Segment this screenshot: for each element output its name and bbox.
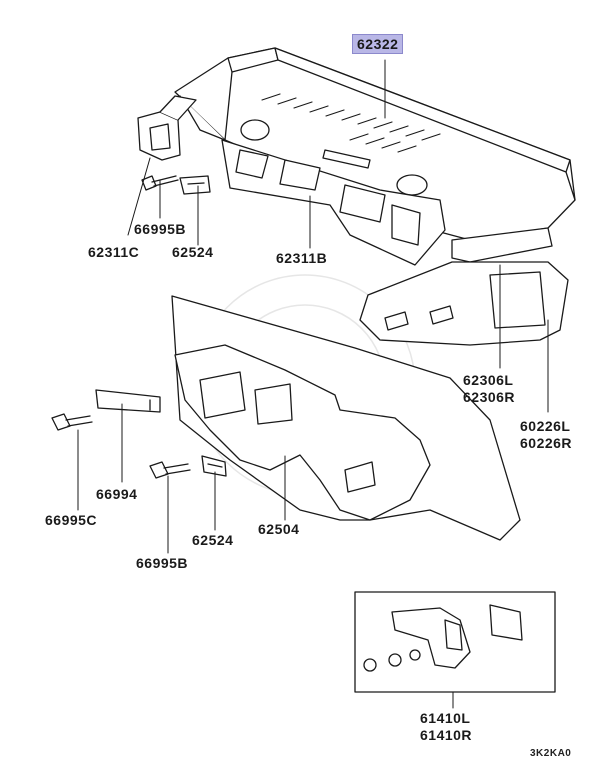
bolt-66995b-top: [141, 175, 179, 191]
callout-62524-top[interactable]: 62524: [172, 244, 214, 260]
callout-62322[interactable]: 62322: [352, 34, 404, 54]
panel-hole-right: [396, 174, 428, 196]
callout-62311b[interactable]: 62311B: [276, 250, 328, 266]
callout-60226l[interactable]: 60226L: [520, 418, 571, 434]
callout-61410l[interactable]: 61410L: [420, 710, 471, 726]
callout-62306r[interactable]: 62306R: [463, 389, 516, 405]
bolt-66995b-bottom: [149, 461, 191, 479]
callout-61410r[interactable]: 61410R: [420, 727, 473, 743]
dash-insulator: [174, 344, 431, 521]
callout-62306l[interactable]: 62306L: [463, 372, 514, 388]
tab-66994: [95, 389, 161, 413]
side-bracket: [359, 227, 569, 346]
callout-66994[interactable]: 66994: [96, 486, 138, 502]
panel-slots: [261, 93, 441, 153]
clip-62524-top: [179, 175, 211, 195]
clip-62524-bottom: [201, 455, 227, 477]
callout-66995b-bottom[interactable]: 66995B: [136, 555, 189, 571]
inset-parts: [363, 604, 523, 672]
left-bracket: [137, 95, 197, 161]
leader-lines: [77, 59, 549, 709]
callout-60226r[interactable]: 60226R: [520, 435, 573, 451]
callout-62504[interactable]: 62504: [258, 521, 300, 537]
panel-slot-center: [322, 149, 371, 169]
callout-62311c[interactable]: 62311C: [88, 244, 140, 260]
bolt-66995c: [51, 413, 93, 431]
panel-hole-left: [240, 119, 270, 141]
callout-62524-bottom[interactable]: 62524: [192, 532, 234, 548]
cowl-lower-panel: [221, 139, 446, 266]
callout-66995c[interactable]: 66995C: [45, 512, 98, 528]
figure-code: 3K2KA0: [530, 748, 572, 759]
callout-66995b-top[interactable]: 66995B: [134, 221, 187, 237]
